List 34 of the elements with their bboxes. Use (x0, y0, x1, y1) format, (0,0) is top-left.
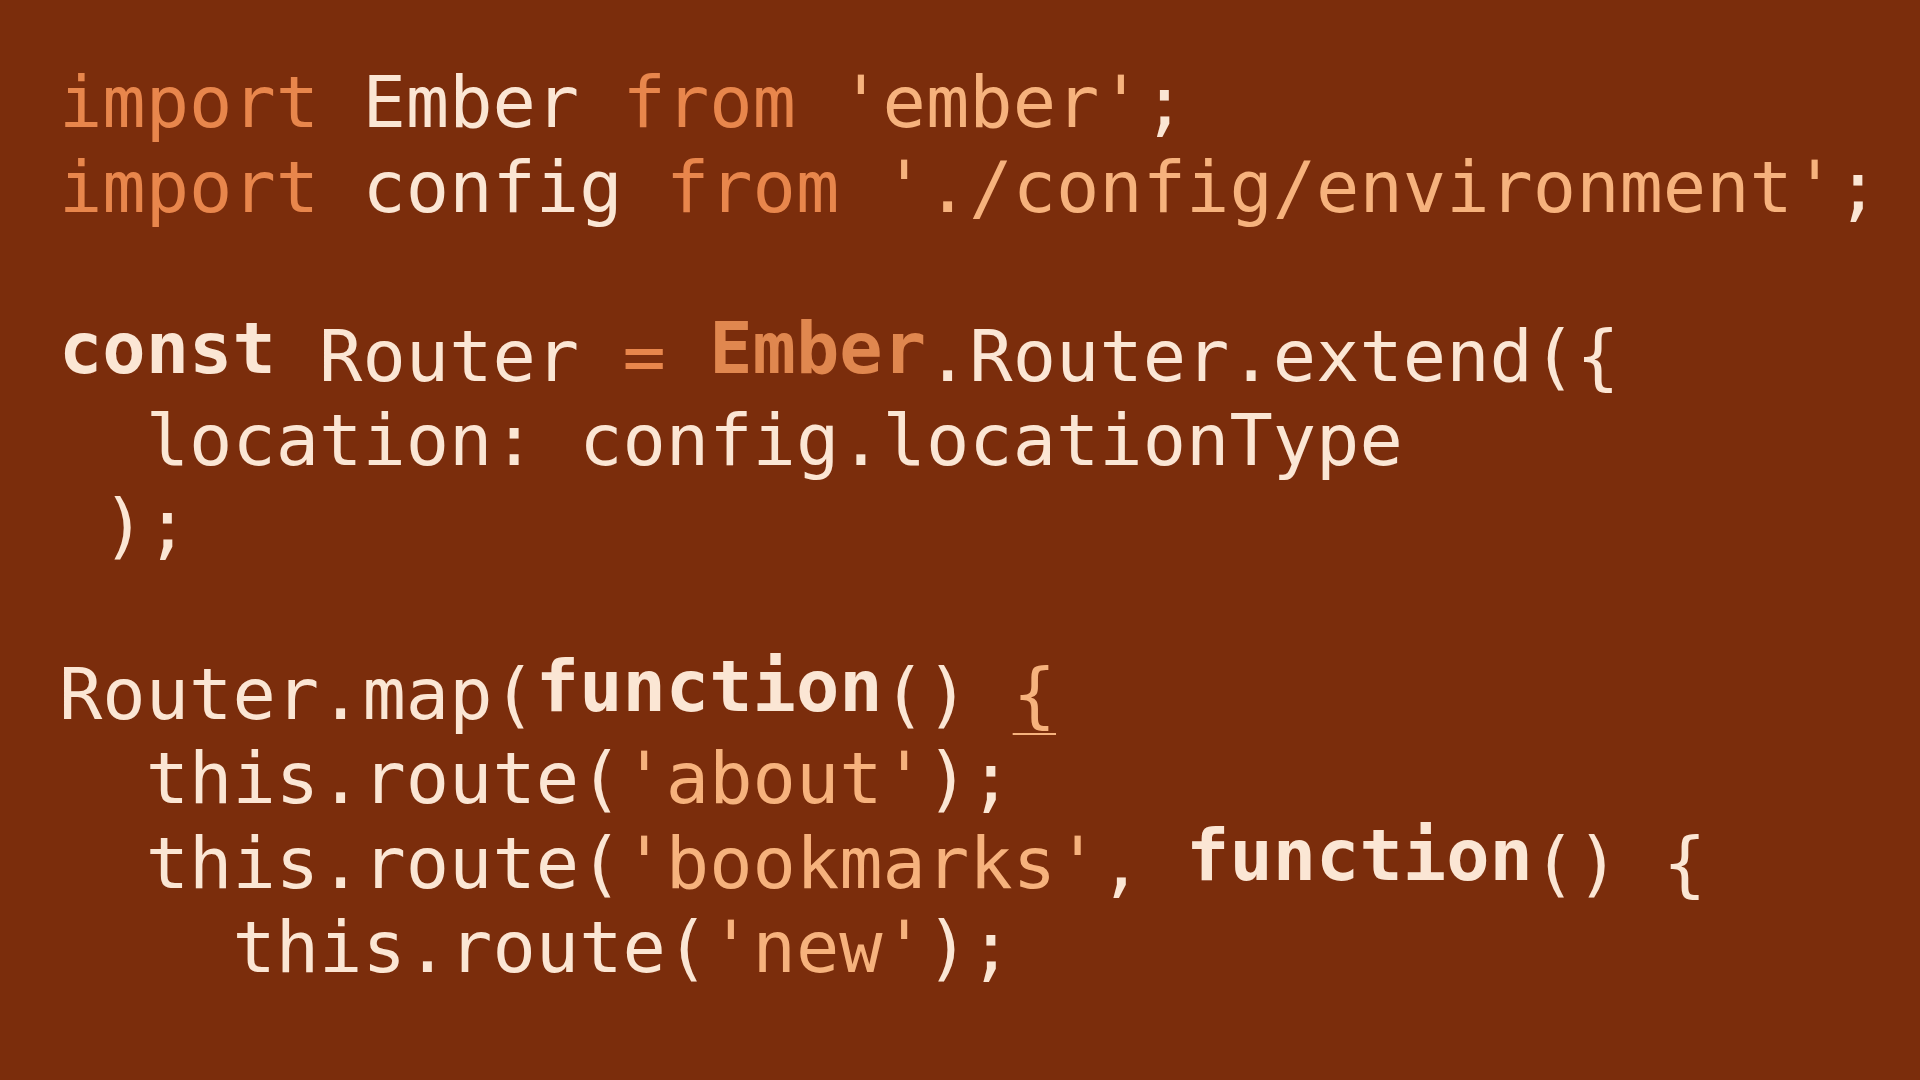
code-text: Router (319, 313, 580, 398)
code-text: { (1662, 820, 1707, 905)
code-keyword: import (59, 144, 320, 229)
code-text: ); (925, 905, 1013, 990)
code-keyword: = (622, 313, 666, 398)
code-text: ); (925, 736, 1013, 821)
code-keyword: from (622, 60, 796, 145)
code-string: 'ember' (839, 60, 1143, 145)
code-keyword: const (59, 305, 276, 390)
code-keyword: from (665, 144, 840, 229)
code-string: { (1012, 651, 1056, 736)
code-text: ); (102, 482, 190, 567)
code-text: ; (1142, 60, 1187, 145)
code-text: , (1099, 820, 1143, 905)
code-string: './config/environment' (882, 144, 1837, 229)
code-text: location: (145, 398, 536, 483)
code-string: 'bookmarks' (622, 820, 1100, 905)
code-text: Router.map( (59, 651, 536, 736)
code-string: 'about' (622, 736, 926, 821)
code-keyword: import (59, 60, 320, 145)
code-text: config.locationType (579, 398, 1403, 483)
code-text: .Router.extend({ (926, 313, 1620, 398)
code-keyword: function (535, 643, 883, 728)
code-identifier: Ember (709, 305, 926, 390)
code-string: 'new' (709, 905, 926, 990)
code-text: () (1532, 820, 1620, 905)
code-text: config (362, 144, 623, 229)
code-text: () (882, 651, 970, 736)
code-text: this.route( (145, 820, 623, 905)
code-text: this.route( (145, 736, 623, 821)
code-text: this.route( (232, 905, 710, 990)
code-keyword: function (1186, 812, 1533, 897)
code-text: ; (1836, 144, 1880, 229)
code-text: Ember (362, 60, 580, 145)
